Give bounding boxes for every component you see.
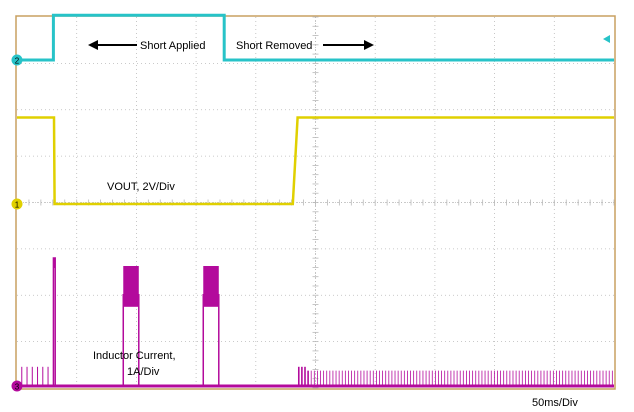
inductor-spike [53, 258, 56, 268]
channel-marker-1 [11, 198, 23, 210]
channel-marker-3 [11, 380, 23, 392]
inductor-burst [203, 266, 219, 307]
status-trace [17, 13, 614, 62]
time-per-division: 50ms/Div [532, 397, 578, 409]
short-arrows [88, 40, 374, 50]
short-removed-label: Short Removed [236, 40, 312, 52]
short-applied-arrowhead [88, 40, 98, 50]
vout-trace [17, 116, 614, 206]
inductor-burst [123, 266, 139, 307]
channel-marker-label: 3 [15, 383, 20, 392]
channel-marker-label: 1 [15, 201, 20, 210]
channel-marker-2 [11, 54, 23, 66]
channel-marker-label: 2 [15, 57, 20, 66]
channel-markers: 1 2 3 [11, 54, 23, 392]
short-applied-label: Short Applied [140, 40, 205, 52]
vout-label: VOUT, 2V/Div [107, 181, 175, 193]
inductor-current-label: Inductor Current, [93, 350, 176, 362]
inductor-scale-label: 1A/Div [127, 366, 160, 378]
ch2-trigger-arrow-icon [603, 35, 610, 43]
traces [17, 13, 614, 388]
short-removed-arrowhead [364, 40, 374, 50]
